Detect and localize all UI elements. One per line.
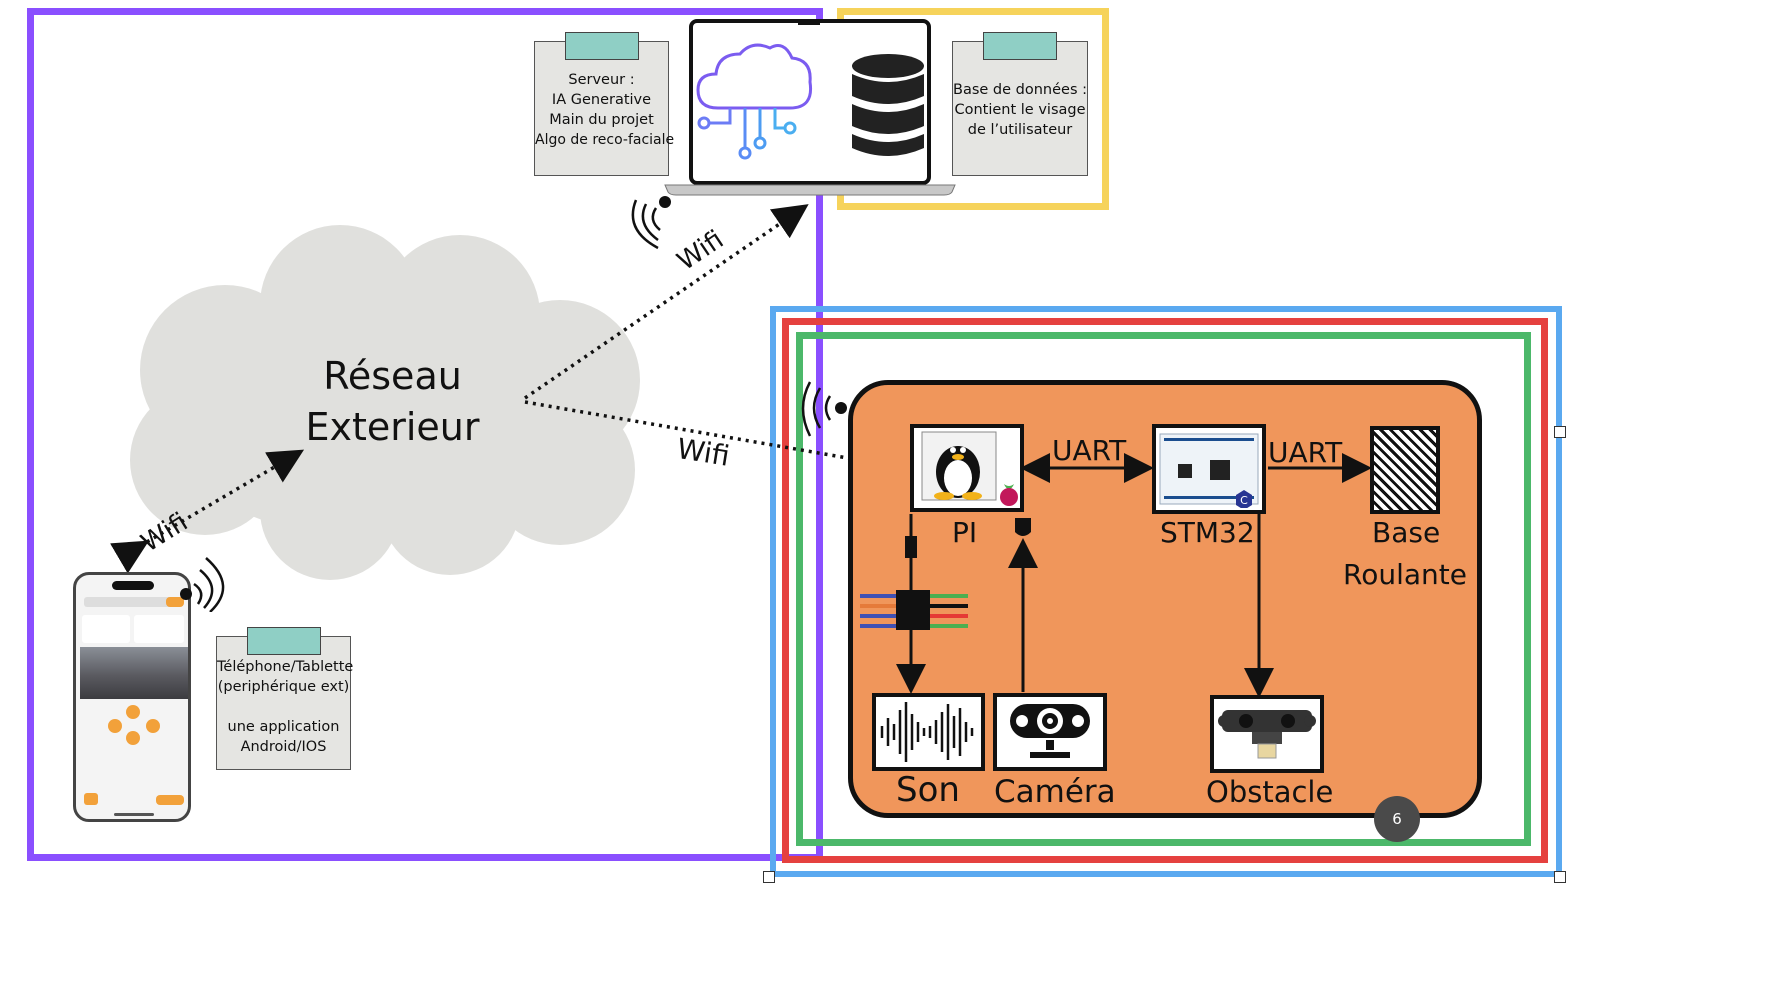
pi-label: PI (952, 516, 978, 549)
dpad-right-button[interactable] (146, 719, 160, 733)
selection-handle[interactable] (1554, 871, 1566, 883)
server-note: Serveur : IA Generative Main du projet A… (534, 32, 675, 176)
phone-camera-feed (80, 647, 188, 699)
phone-connect-chip[interactable] (166, 597, 184, 607)
blue-robot-frame (770, 306, 1562, 877)
camera-label: Caméra (994, 774, 1116, 810)
page-number: 6 (1392, 810, 1402, 828)
audio-amplifier-module-icon (860, 590, 968, 630)
stm32-board-icon: C (1159, 433, 1259, 508)
sound-label: Son (896, 770, 960, 810)
phone-status-card (134, 615, 184, 643)
phone-mockup (73, 572, 191, 822)
phone-home-indicator (114, 813, 154, 816)
phone-action-button[interactable] (156, 795, 184, 805)
phone-notch (112, 581, 154, 590)
phone-top-bar (84, 597, 182, 607)
green-robot-frame (796, 332, 1531, 846)
uart-label-pi-stm32: UART (1052, 434, 1127, 467)
server-note-line: Algo de reco-faciale (535, 132, 675, 148)
base-roulante-box (1370, 426, 1440, 514)
cloud-title-line1: Réseau (323, 354, 462, 398)
linux-tux-icon (921, 431, 997, 501)
purple-system-frame (27, 8, 823, 861)
ai-cloud-icon (696, 43, 813, 160)
note-tape (246, 627, 321, 655)
uart-label-stm32-base: UART (1268, 436, 1343, 469)
database-icon (852, 54, 924, 156)
database-note-line: de l’utilisateur (967, 122, 1073, 138)
svg-text:C: C (1240, 494, 1248, 507)
selection-handle[interactable] (763, 871, 775, 883)
laptop-server (664, 19, 956, 196)
webcam-icon (1010, 704, 1090, 758)
stm32-label: STM32 (1160, 516, 1255, 549)
phone-speak-button[interactable] (84, 793, 98, 805)
server-note-line: Main du projet (549, 112, 654, 128)
phone-note-line: Téléphone/Tablette (217, 659, 354, 675)
sound-waveform-icon (880, 702, 974, 762)
note-tape (983, 32, 1057, 60)
wifi-signal-icon (180, 557, 225, 612)
raspberry-icon (1000, 484, 1018, 506)
dpad-left-button[interactable] (108, 719, 122, 733)
phone-note: Téléphone/Tablette (periphérique ext) un… (216, 627, 354, 770)
obstacle-label: Obstacle (1206, 775, 1334, 809)
server-note-line: Serveur : (568, 72, 635, 88)
phone-note-line: Android/IOS (240, 739, 327, 755)
note-tape (564, 32, 639, 60)
ir-distance-sensor-icon (1218, 710, 1316, 759)
page-number-badge[interactable]: 6 (1374, 796, 1420, 842)
selection-handle[interactable] (1554, 426, 1566, 438)
phone-note-line: une application (227, 719, 340, 735)
base-roulante-label-line1: Base (1372, 516, 1441, 549)
server-note-line: IA Generative (551, 92, 652, 108)
cloud-title-line2: Exterieur (305, 405, 480, 449)
sound-box (872, 693, 985, 771)
dpad-down-button[interactable] (126, 731, 140, 745)
obstacle-sensor-box (1210, 695, 1324, 773)
phone-status-card (82, 615, 130, 643)
database-note: Base de données : Contient le visage de … (952, 32, 1088, 176)
base-roulante-label-line2: Roulante (1343, 558, 1467, 591)
dpad-up-button[interactable] (126, 705, 140, 719)
red-robot-frame (782, 318, 1548, 863)
database-note-line: Base de données : (953, 82, 1087, 98)
database-note-line: Contient le visage (954, 102, 1086, 118)
external-network-cloud (130, 225, 640, 580)
wifi-signal-icon (631, 196, 671, 250)
phone-note-line: (periphérique ext) (217, 679, 350, 695)
wifi-signal-icon (801, 381, 847, 437)
